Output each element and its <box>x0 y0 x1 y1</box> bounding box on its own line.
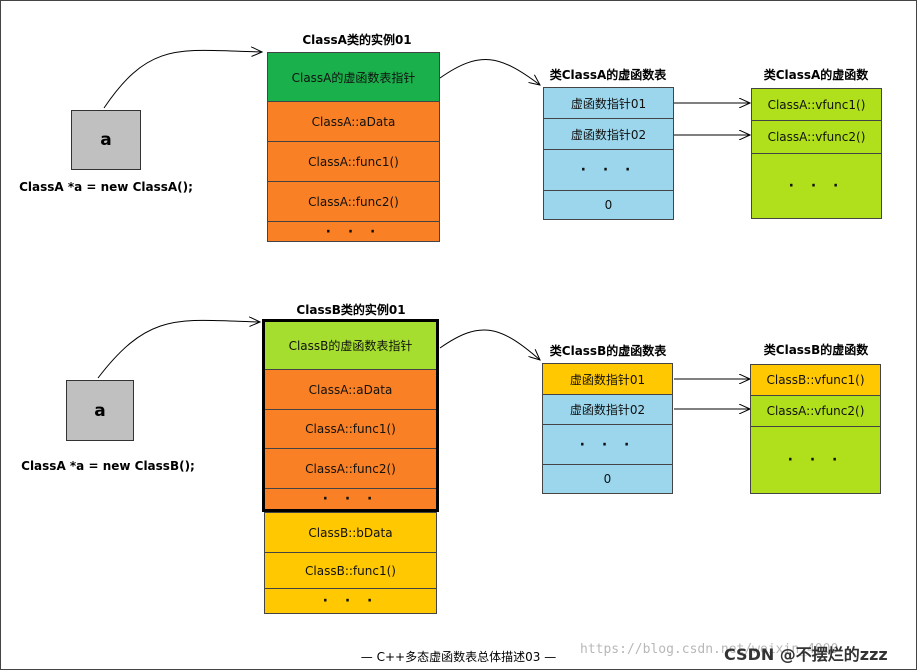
instance-row-vptr: ClassA的虚函数表指针 <box>267 52 440 102</box>
instance-row: ClassA::func2() <box>267 181 440 222</box>
instance-row-derived: ClassB::bData <box>264 512 437 553</box>
vtable-title-bottom: 类ClassB的虚函数表 <box>549 344 667 358</box>
vfunc-row: ClassB::vfunc1() <box>750 364 881 396</box>
vfunc-row: ClassA::vfunc2() <box>750 395 881 427</box>
object-label: a <box>94 400 106 421</box>
instance-outline-bottom <box>262 319 439 512</box>
vtable-row: 虚函数指针01 <box>542 363 673 395</box>
vfunc-row: ClassA::vfunc2() <box>751 120 882 154</box>
object-label: a <box>100 130 112 150</box>
code-line-top: ClassA *a = new ClassA(); <box>19 180 193 194</box>
vfunc-row: ClassA::vfunc1() <box>751 88 882 121</box>
vtable-title-top: 类ClassA的虚函数表 <box>549 68 667 82</box>
object-pointer-a-top: a <box>71 110 141 170</box>
object-pointer-a-bottom: a <box>66 380 134 441</box>
instance-row-derived: ClassB::func1() <box>264 552 437 589</box>
arrow-instanceA-to-vtableA <box>439 59 540 85</box>
vtable-row: 虚函数指针01 <box>543 87 674 119</box>
vtable-row: 虚函数指针02 <box>542 394 673 425</box>
vtable-row-ellipsis: · · · <box>542 424 673 465</box>
instance-row: ClassA::func2() <box>264 448 437 489</box>
arrow-a-to-instanceA <box>103 50 262 109</box>
vtable-row: 虚函数指针02 <box>543 118 674 150</box>
instance-row: ClassA::func1() <box>264 409 437 449</box>
instance-row: ClassA::func1() <box>267 141 440 182</box>
vfunc-row-ellipsis: · · · <box>751 153 882 219</box>
instance-row-ellipsis: · · · <box>267 221 440 242</box>
arrow-a-to-instanceB <box>97 320 260 379</box>
instance-title-bottom: ClassB类的实例01 <box>296 303 406 317</box>
vtable-row-terminator: 0 <box>543 190 674 220</box>
watermark-brand: CSDN @不摆烂的zzz <box>724 645 888 664</box>
vtable-row-terminator: 0 <box>542 464 673 494</box>
vfunc-title-bottom: 类ClassB的虚函数 <box>763 343 869 357</box>
figure-caption: — C++多态虚函数表总体描述03 — <box>360 650 557 664</box>
code-line-bottom: ClassA *a = new ClassB(); <box>21 459 195 473</box>
instance-title-top: ClassA类的实例01 <box>302 33 412 47</box>
instance-row: ClassA::aData <box>267 101 440 142</box>
watermark-url: https://blog.csdn.net/weixin_4000 <box>580 642 839 657</box>
instance-row-ellipsis: · · · <box>264 488 437 510</box>
instance-row: ClassA::aData <box>264 369 437 410</box>
vtable-row-ellipsis: · · · <box>543 149 674 191</box>
arrow-instanceB-to-vtableB <box>439 329 540 360</box>
vfunc-title-top: 类ClassA的虚函数 <box>763 68 869 82</box>
vfunc-row-ellipsis: · · · <box>750 426 881 494</box>
instance-row-ellipsis: · · · <box>264 588 437 614</box>
